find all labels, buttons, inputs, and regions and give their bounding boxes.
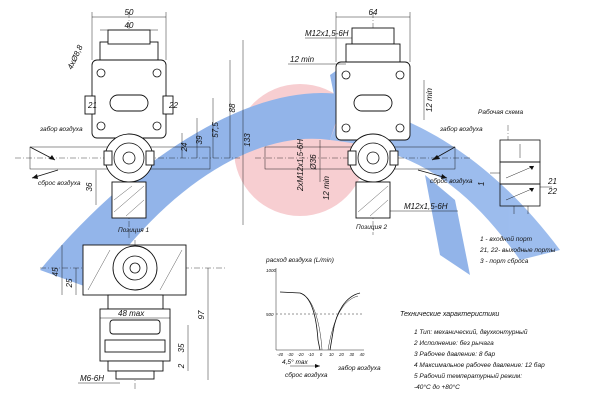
dim-thread-top: M12x1,5-6H — [305, 29, 349, 38]
schema-block-3 — [499, 183, 541, 207]
spec-item-1: 1 Тип: механический, двухконтурный — [414, 328, 528, 336]
dim-height-88: 88 — [228, 103, 237, 112]
flow-chart-x-tick: -30 — [287, 352, 294, 357]
watermark-blue-swoosh-left — [40, 92, 345, 290]
port-boss-right — [162, 95, 174, 115]
flow-chart-x-tick: 30 — [349, 352, 354, 357]
lower-body — [111, 181, 147, 219]
dim-thread-2x: 2xM12x1,5-6H — [296, 139, 305, 192]
top-flange — [99, 41, 159, 61]
lower-body-2 — [355, 181, 391, 219]
flow-chart-ylabel: расход воздуха (L/min) — [265, 256, 334, 264]
dim-height-25: 25 — [65, 278, 74, 288]
body-slot — [109, 94, 149, 112]
dim-height-57-5: 57,5 — [211, 122, 220, 138]
flow-chart-y-mid: 500 — [266, 312, 274, 317]
head-lug — [145, 150, 155, 166]
dim-height-2: 2 — [177, 363, 186, 369]
head-lug — [103, 150, 113, 166]
flow-chart-exhaust-label: сброс воздуха — [285, 371, 328, 379]
caption-position-2: Позиция 2 — [356, 224, 387, 231]
flow-chart-intake-label: забор воздуха — [337, 364, 381, 372]
dim-height-36: 36 — [85, 182, 94, 191]
flow-chart-y-top: 1000 — [266, 268, 277, 273]
dim-height-97: 97 — [197, 310, 206, 319]
bottom-plate — [107, 360, 164, 372]
schema-port-22: 22 — [547, 187, 557, 196]
label-air-intake: забор воздуха — [39, 125, 83, 133]
schema-legend-2: 21, 22- выходные порты — [479, 246, 556, 254]
dim-height-35: 35 — [177, 343, 186, 352]
flow-chart-x-tick: 40 — [360, 352, 365, 357]
view-position-1: 50 40 4xØ8,8 21 22 133 88 57,5 39 24 36 … — [15, 8, 252, 240]
dim-12min-right: 12 min — [425, 87, 434, 112]
dim-width-outer: 50 — [125, 8, 134, 17]
schema-port-21: 21 — [547, 177, 557, 186]
tech-specs: Технические характеристики 1 Тип: механи… — [400, 311, 545, 391]
flow-chart-x-tick: 20 — [338, 352, 344, 357]
bottom-head — [112, 245, 158, 291]
label-air-exhaust: сброс воздуха — [38, 179, 81, 187]
dim-thread-bottom: M12x1,5-6H — [404, 202, 448, 211]
top-fitting — [351, 27, 395, 45]
view-position-2: 64 M12x1,5-6H 12 min 12 min 2xM12x1,5-6H… — [255, 8, 483, 235]
dim-12min-left: 12 min — [322, 175, 331, 200]
flow-chart-x-ticks: -40-30-20 -10 0 10 20 30 40 — [277, 352, 365, 357]
working-schema: Рабочая схема 1 21 22 1 - входной порт 2… — [477, 108, 557, 265]
view-bottom: 45 25 97 35 2 48 max M6-6H — [40, 240, 225, 390]
flow-chart-angle: 4,5° max — [282, 358, 308, 366]
label-air-exhaust-2: сброс воздуха — [430, 177, 473, 185]
mount-hole — [152, 68, 162, 78]
spec-item-5-range: -40°C до +80°C — [414, 383, 460, 391]
port-label-22: 22 — [168, 101, 178, 110]
dim-thread-m6: M6-6H — [80, 374, 104, 383]
flow-chart-x-tick: 0 — [320, 352, 323, 357]
schema-block-2 — [499, 161, 541, 185]
caption-position-1: Позиция 1 — [118, 227, 149, 234]
bottom-flange — [107, 294, 164, 310]
dim-width-64: 64 — [369, 8, 378, 17]
flow-curve-intake — [329, 292, 361, 351]
spec-item-3: 3 Рабочее давление: 8 бар — [414, 350, 496, 358]
port-label-21: 21 — [87, 101, 97, 110]
dim-dia-36: Ø36 — [309, 154, 318, 171]
flow-chart-x-tick: -20 — [297, 352, 304, 357]
schema-legend-3: 3 - порт сброса — [480, 257, 529, 265]
top-flange-2 — [345, 43, 401, 63]
schema-legend-1: 1 - входной порт — [480, 235, 533, 243]
flow-chart: расход воздуха (L/min) 1000 500 -40-30-2… — [265, 256, 381, 379]
dim-width-inner: 40 — [125, 21, 134, 30]
dim-holes: 4xØ8,8 — [66, 43, 85, 71]
spec-item-4: 4 Максимальное рабочее давление: 12 бар — [414, 361, 545, 369]
spec-item-5: 5 Рабочий температурный режим: — [414, 372, 522, 380]
flow-chart-x-tick: -40 — [277, 352, 284, 357]
mount-hole — [152, 121, 162, 131]
dim-height-39: 39 — [195, 135, 204, 144]
schema-title: Рабочая схема — [478, 108, 523, 116]
dim-height-133: 133 — [243, 133, 252, 147]
dim-max-48: 48 max — [118, 309, 145, 318]
top-cap — [107, 29, 151, 45]
flow-curve-exhaust — [279, 291, 321, 351]
watermark-blue-fragment — [425, 175, 470, 275]
flow-chart-x-tick: -10 — [308, 352, 315, 357]
schema-port-1: 1 — [477, 182, 486, 186]
spec-item-2: 2 Исполнение: без рычага — [413, 339, 494, 347]
dim-12min-top: 12 min — [290, 55, 315, 64]
mount-hole — [96, 121, 106, 131]
port-boss-left — [84, 95, 96, 115]
label-air-intake-2: забор воздуха — [439, 125, 483, 133]
mount-hole — [96, 68, 106, 78]
dim-height-24: 24 — [180, 142, 189, 152]
flow-chart-x-tick: 10 — [329, 352, 334, 357]
specs-title: Технические характеристики — [400, 311, 499, 318]
dim-height-45: 45 — [51, 267, 60, 276]
